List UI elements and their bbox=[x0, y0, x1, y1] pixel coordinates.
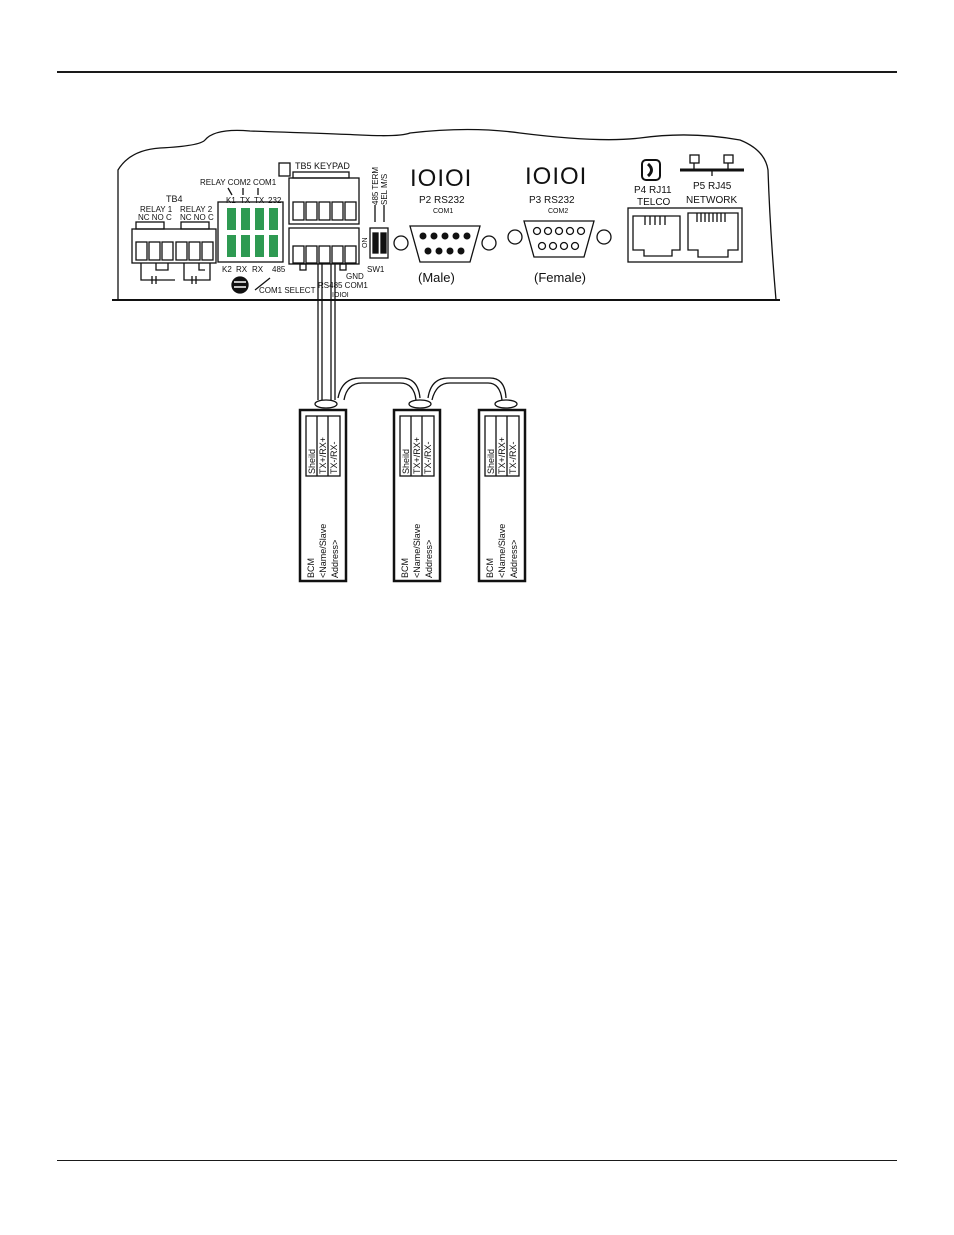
p2-sub-label: COM1 bbox=[433, 208, 453, 215]
top-pin-2: TX bbox=[240, 196, 251, 205]
bcm3-pin-shield: Sheild bbox=[486, 449, 496, 474]
p4-rj11-jack bbox=[632, 215, 681, 257]
relay1-label: RELAY 1 bbox=[140, 205, 173, 214]
rs485-com1-label: RS485 COM1 bbox=[318, 281, 368, 290]
bcm2-pin-txplus: TX+/RX+ bbox=[412, 437, 422, 474]
relay2-label: RELAY 2 bbox=[180, 205, 213, 214]
relay1-contacts: NC NO C bbox=[138, 213, 172, 222]
p3-gender-label: (Female) bbox=[534, 270, 586, 285]
green-jumper-pins bbox=[227, 208, 278, 257]
com1-select-knob bbox=[231, 276, 249, 294]
controller-outline bbox=[117, 128, 777, 301]
p4-sub-label: TELCO bbox=[637, 197, 671, 208]
gnd-label: GND bbox=[346, 272, 364, 281]
bcm3-title: BCM bbox=[485, 558, 495, 578]
bottom-pin-1: K2 bbox=[222, 265, 232, 274]
rs485-cable bbox=[314, 264, 518, 409]
relay-com-header: RELAY COM2 COM1 bbox=[200, 178, 277, 187]
header-rule bbox=[57, 71, 897, 73]
bcm3-address-line: Address> bbox=[509, 540, 519, 578]
bcm3-pin-txplus: TX+/RX+ bbox=[497, 437, 507, 474]
phone-icon bbox=[641, 159, 661, 181]
p3-rs232-female-connector bbox=[507, 220, 612, 258]
sel-label: SEL M/S bbox=[380, 174, 389, 205]
bcm2-pin-txminus: TX-/RX- bbox=[423, 441, 433, 474]
tb5-keypad-terminal bbox=[278, 162, 360, 225]
com1-select-label: COM1 SELECT bbox=[259, 286, 316, 295]
bcm1-title: BCM bbox=[306, 558, 316, 578]
footer-rule bbox=[57, 1160, 897, 1161]
p2-rs232-male-connector bbox=[393, 225, 497, 263]
rs485-com1-terminal bbox=[288, 227, 360, 271]
p2-gender-label: (Male) bbox=[418, 270, 455, 285]
bcm2-title: BCM bbox=[400, 558, 410, 578]
term-label: 485 TERM bbox=[371, 167, 380, 205]
top-pin-1: K1 bbox=[226, 196, 236, 205]
bcm1-pin-shield: Sheild bbox=[307, 449, 317, 474]
on-label: ON bbox=[362, 238, 369, 249]
network-icon bbox=[680, 154, 744, 176]
rs485-sub-icon: IOIOI bbox=[332, 292, 349, 299]
bcm1-pin-txminus: TX-/RX- bbox=[329, 441, 339, 474]
bottom-pin-2: RX bbox=[236, 265, 248, 274]
bottom-pin-4: 485 bbox=[272, 265, 286, 274]
p2-io-icon: IOIOI bbox=[410, 165, 472, 192]
relay2-contacts: NC NO C bbox=[180, 213, 214, 222]
bcm-module-outlines bbox=[298, 408, 527, 583]
p2-pins bbox=[419, 232, 471, 255]
top-pin-3: TX bbox=[254, 196, 265, 205]
p2-label: P2 RS232 bbox=[419, 195, 465, 206]
top-pin-4: 232 bbox=[268, 196, 282, 205]
p5-label: P5 RJ45 bbox=[693, 181, 732, 192]
p5-sub-label: NETWORK bbox=[686, 195, 737, 206]
bcm2-pin-shield: Sheild bbox=[401, 449, 411, 474]
com1-select-leader bbox=[254, 277, 271, 291]
p3-label: P3 RS232 bbox=[529, 195, 575, 206]
tb4-label: TB4 bbox=[166, 194, 183, 204]
p3-sub-label: COM2 bbox=[548, 208, 568, 215]
com-select-jumper-block bbox=[217, 187, 284, 263]
bcm2-address-line: Address> bbox=[424, 540, 434, 578]
bottom-pin-3: RX bbox=[252, 265, 264, 274]
p5-rj45-jack bbox=[687, 212, 739, 258]
sw1-dip-switch bbox=[369, 205, 389, 259]
telco-network-jack-panel bbox=[627, 207, 743, 263]
p4-label: P4 RJ11 bbox=[634, 185, 672, 196]
bcm1-name-line: <Name/Slave bbox=[318, 524, 328, 578]
p3-io-icon: IOIOI bbox=[525, 163, 587, 190]
bcm3-name-line: <Name/Slave bbox=[497, 524, 507, 578]
sw1-label: SW1 bbox=[367, 265, 385, 274]
bcm3-pin-txminus: TX-/RX- bbox=[508, 441, 518, 474]
bcm2-name-line: <Name/Slave bbox=[412, 524, 422, 578]
tb5-keypad-label: TB5 KEYPAD bbox=[295, 161, 350, 171]
bcm1-pin-txplus: TX+/RX+ bbox=[318, 437, 328, 474]
tb4-terminal-block bbox=[131, 221, 217, 284]
bcm1-address-line: Address> bbox=[330, 540, 340, 578]
